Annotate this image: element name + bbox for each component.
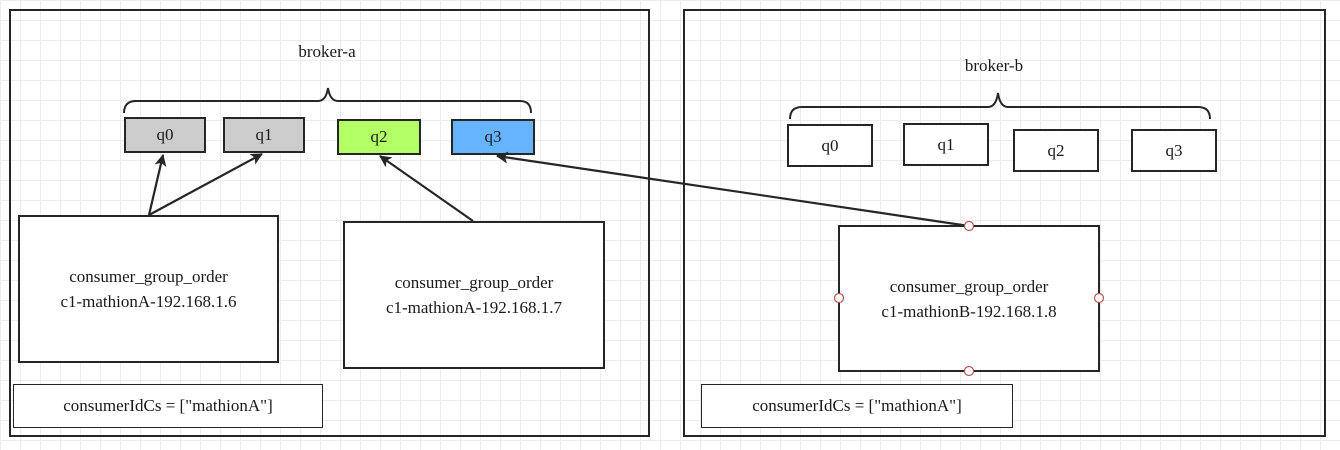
broker-a-queue-q1[interactable]: q1 — [223, 117, 305, 153]
broker-a-consumer-2[interactable]: consumer_group_order c1-mathionA-192.168… — [343, 221, 605, 369]
consumer-client-label: c1-mathionA-192.168.1.6 — [60, 292, 237, 311]
broker-a-queue-q2[interactable]: q2 — [337, 119, 421, 155]
consumer-group-label: consumer_group_order — [69, 267, 228, 286]
consumer-client-label: c1-mathionA-192.168.1.7 — [385, 298, 563, 317]
broker-a-title: broker-a — [298, 42, 356, 61]
broker-b-title: broker-b — [964, 56, 1024, 75]
broker-b-queue-q2[interactable]: q2 — [1013, 129, 1099, 172]
consumer-client-label: c1-mathionB-192.168.1.8 — [881, 301, 1057, 321]
consumer-group-label: consumer_group_order — [889, 276, 1049, 296]
broker-a-queue-q0[interactable]: q0 — [124, 117, 206, 153]
broker-b-consumer-id-cs: consumerIdCs = ["mathionA"] — [701, 384, 1013, 428]
broker-a-consumer-id-cs: consumerIdCs = ["mathionA"] — [13, 384, 323, 428]
broker-a-queue-q3[interactable]: q3 — [451, 119, 535, 155]
broker-b-queue-q0[interactable]: q0 — [787, 124, 873, 167]
broker-b-queue-q3[interactable]: q3 — [1131, 129, 1217, 172]
broker-b-consumer[interactable]: consumer_group_order c1-mathionB-192.168… — [838, 225, 1100, 372]
consumer-group-label: consumer_group_order — [394, 273, 554, 292]
broker-a-consumer-1[interactable]: consumer_group_order c1-mathionA-192.168… — [18, 215, 279, 363]
broker-b-queue-q1[interactable]: q1 — [903, 123, 989, 166]
